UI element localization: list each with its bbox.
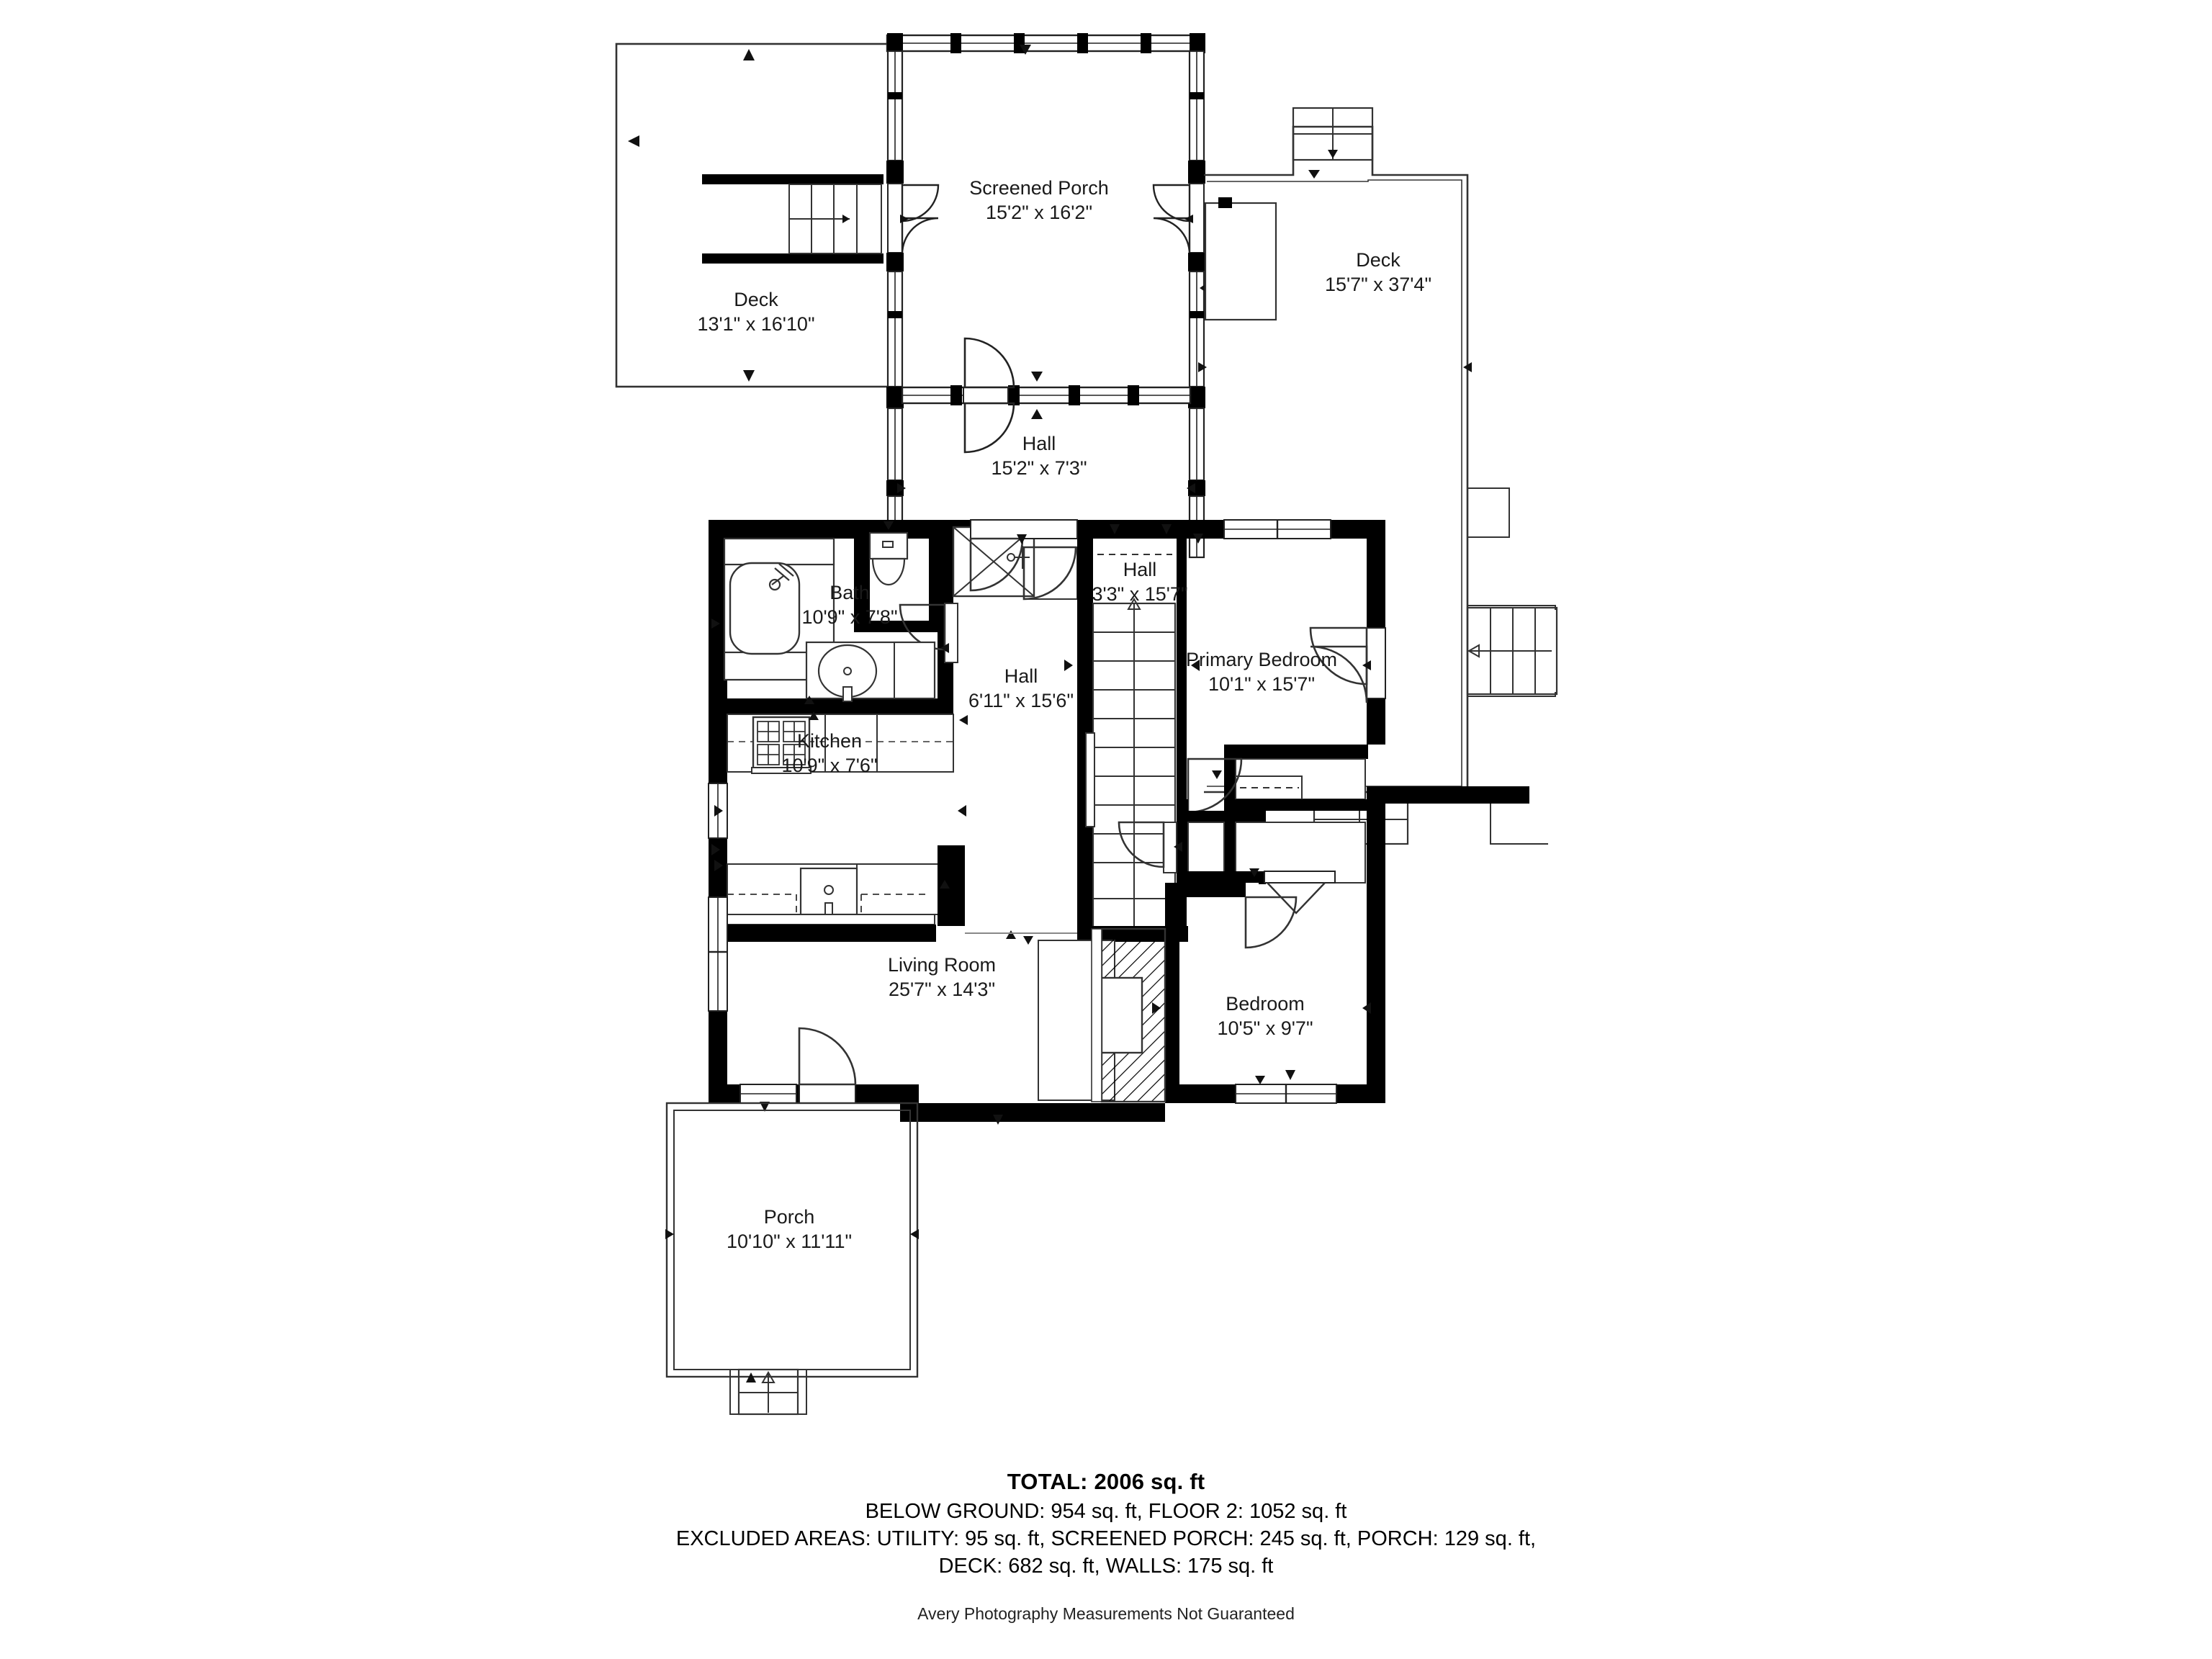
porch-outline bbox=[665, 1102, 919, 1416]
dimension-arrows bbox=[711, 770, 1265, 1084]
room-dimension: 15'7" x 37'4" bbox=[1325, 274, 1431, 295]
room-label-kitchen: Kitchen 10'9" x 7'6" bbox=[781, 730, 877, 776]
room-dimension: 6'11" x 15'6" bbox=[968, 690, 1074, 711]
total-area-label: TOTAL: 2006 sq. ft bbox=[1007, 1469, 1205, 1494]
room-name: Hall bbox=[1123, 559, 1157, 580]
hall-center-room bbox=[965, 519, 1106, 945]
room-name: Kitchen bbox=[797, 730, 862, 752]
living-room-room bbox=[708, 860, 1166, 1125]
deck-right-outline bbox=[1198, 107, 1558, 845]
bedroom-room bbox=[1152, 883, 1371, 1104]
room-label-bath: Bath 10'9" x 7'8" bbox=[801, 582, 897, 628]
room-label-porch: Porch 10'10" x 11'11" bbox=[727, 1206, 852, 1252]
excluded-areas-label-2: DECK: 682 sq. ft, WALLS: 175 sq. ft bbox=[938, 1555, 1274, 1578]
room-dimension: 13'1" x 16'10" bbox=[697, 313, 814, 335]
room-label-bedroom: Bedroom 10'5" x 9'7" bbox=[1217, 993, 1313, 1039]
room-name: Living Room bbox=[888, 954, 996, 976]
room-dimension: 10'9" x 7'6" bbox=[781, 755, 877, 776]
room-name: Hall bbox=[1022, 433, 1056, 454]
deck-stairs-left bbox=[702, 174, 884, 264]
level-areas-label: BELOW GROUND: 954 sq. ft, FLOOR 2: 1052 … bbox=[865, 1500, 1347, 1523]
room-dimension: 10'1" x 15'7" bbox=[1208, 673, 1315, 695]
room-name: Deck bbox=[1356, 249, 1401, 271]
room-dimension: 10'9" x 7'8" bbox=[801, 606, 897, 628]
room-name: Porch bbox=[764, 1206, 815, 1228]
room-name: Primary Bedroom bbox=[1186, 649, 1337, 670]
area-summary-footer: TOTAL: 2006 sq. ft BELOW GROUND: 954 sq.… bbox=[0, 1469, 2212, 1624]
room-name: Screened Porch bbox=[969, 177, 1109, 199]
room-dimension: 15'2" x 16'2" bbox=[986, 202, 1092, 223]
room-name: Deck bbox=[734, 289, 778, 310]
room-dimension: 15'2" x 7'3" bbox=[991, 457, 1087, 479]
room-label-hall-upper: Hall 15'2" x 7'3" bbox=[991, 433, 1087, 479]
kitchen-room bbox=[708, 711, 966, 942]
room-label-deck-right: Deck 15'7" x 37'4" bbox=[1325, 249, 1431, 295]
excluded-areas-label-1: EXCLUDED AREAS: UTILITY: 95 sq. ft, SCRE… bbox=[675, 1527, 1537, 1550]
room-label-primary-bedroom: Primary Bedroom 10'1" x 15'7" bbox=[1186, 649, 1337, 695]
room-label-deck-left: Deck 13'1" x 16'10" bbox=[697, 289, 814, 335]
room-label-hall-stair: Hall 3'3" x 15'7" bbox=[1092, 559, 1187, 605]
room-dimension: 10'10" x 11'11" bbox=[727, 1231, 852, 1252]
room-name: Bath bbox=[830, 582, 870, 603]
room-dimension: 3'3" x 15'7" bbox=[1092, 583, 1187, 605]
room-labels: Deck 13'1" x 16'10" Screened Porch 15'2"… bbox=[697, 177, 1431, 1252]
photographer-credit: Avery Photography Measurements Not Guara… bbox=[917, 1604, 1295, 1623]
room-dimension: 10'5" x 9'7" bbox=[1217, 1017, 1313, 1039]
room-dimension: 25'7" x 14'3" bbox=[889, 979, 995, 1000]
room-label-living-room: Living Room 25'7" x 14'3" bbox=[888, 954, 996, 1000]
room-label-hall-center: Hall 6'11" x 15'6" bbox=[968, 665, 1074, 711]
closet-block bbox=[1118, 811, 1366, 914]
room-name: Bedroom bbox=[1226, 993, 1305, 1015]
room-label-screened-porch: Screened Porch 15'2" x 16'2" bbox=[969, 177, 1109, 223]
primary-bedroom-room bbox=[1177, 519, 1386, 821]
room-name: Hall bbox=[1004, 665, 1038, 687]
